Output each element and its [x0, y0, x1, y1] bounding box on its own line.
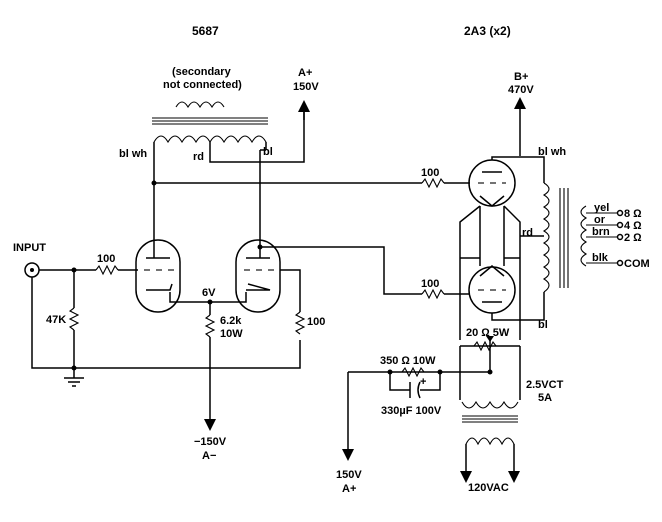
- cathode-voltage: 6V: [202, 287, 216, 299]
- tap-brn-color: brn: [592, 226, 610, 238]
- driver-tube-right: [235, 239, 281, 313]
- mains-label: 120VAC: [468, 482, 509, 494]
- output-tube-lower: [468, 265, 516, 314]
- a-plus-label: A+: [298, 67, 312, 79]
- input-series-r-label: 100: [97, 253, 115, 265]
- output-tube-upper: [468, 159, 516, 207]
- bottom-supply-label: A+: [342, 483, 356, 495]
- upper-grid-resistor: [421, 177, 445, 189]
- interstage-rd-label: rd: [193, 151, 204, 163]
- tail-w-label: 10W: [220, 328, 243, 340]
- opt-blwh-label: bl wh: [538, 146, 566, 158]
- secondary-coil: [175, 101, 225, 109]
- filament-secondary: [461, 400, 519, 409]
- output-tube-title: 2A3 (x2): [464, 24, 511, 38]
- interstage-blwh-label: bl wh: [119, 148, 147, 160]
- right-grid-r-label: 100: [307, 316, 325, 328]
- lower-grid-r-label: 100: [421, 278, 439, 290]
- neg-supply-label: A−: [202, 450, 216, 462]
- terminal-4-icon[interactable]: [616, 221, 624, 229]
- tap-or-color: or: [594, 214, 606, 226]
- driver-tube-left: [135, 239, 181, 313]
- tap-blk-color: blk: [592, 252, 609, 264]
- a-plus-volt: 150V: [293, 81, 319, 93]
- opt-bl-label: bl: [538, 319, 548, 331]
- hum-pot[interactable]: [473, 340, 497, 352]
- tap-4-label: 4 Ω: [624, 220, 642, 232]
- driver-tube-title: 5687: [192, 24, 219, 38]
- tap-2-label: 2 Ω: [624, 232, 642, 244]
- input-label: INPUT: [13, 242, 46, 254]
- tail-r-label: 6.2k: [220, 315, 242, 327]
- hum-pot-label: 20 Ω 5W: [466, 327, 510, 339]
- terminal-8-icon[interactable]: [616, 209, 624, 217]
- grid-leak-r-label: 47K: [46, 314, 66, 326]
- svg-text:+: +: [420, 376, 426, 388]
- bias-r-label: 350 Ω 10W: [380, 355, 436, 367]
- tap-com-label: COM: [624, 258, 650, 270]
- b-plus-label: B+: [514, 71, 528, 83]
- bottom-supply-volt: 150V: [336, 469, 362, 481]
- neg-supply-volt: −150V: [194, 436, 227, 448]
- lower-grid-resistor: [421, 288, 445, 300]
- opt-rd-label: rd: [522, 227, 533, 239]
- output-transformer: [542, 182, 588, 293]
- tail-resistor: [204, 314, 216, 338]
- fil-tx-amp: 5A: [538, 392, 552, 404]
- interstage-bl-label: bl: [263, 146, 273, 158]
- right-grid-resistor: [294, 311, 306, 335]
- center-tap-wire: [209, 110, 305, 163]
- b-plus-volt: 470V: [508, 84, 534, 96]
- secondary-note-line1: (secondary: [172, 66, 232, 78]
- terminal-2-icon[interactable]: [616, 233, 624, 241]
- tap-8-label: 8 Ω: [624, 208, 642, 220]
- fil-tx-volt: 2.5VCT: [526, 379, 564, 391]
- grid-leak-resistor: [68, 307, 80, 331]
- input-series-resistor: [95, 264, 119, 276]
- bias-resistor: [401, 366, 425, 378]
- interstage-transformer: (secondary not connected) bl wh rd bl: [119, 66, 310, 163]
- primary-coil: [153, 135, 267, 144]
- upper-grid-r-label: 100: [421, 167, 439, 179]
- terminal-com-icon[interactable]: [616, 259, 624, 267]
- bias-cap-label: 330µF 100V: [381, 405, 442, 417]
- secondary-note-line2: not connected): [163, 79, 242, 91]
- tap-yel-color: yel: [594, 202, 609, 214]
- filament-primary: [465, 437, 515, 446]
